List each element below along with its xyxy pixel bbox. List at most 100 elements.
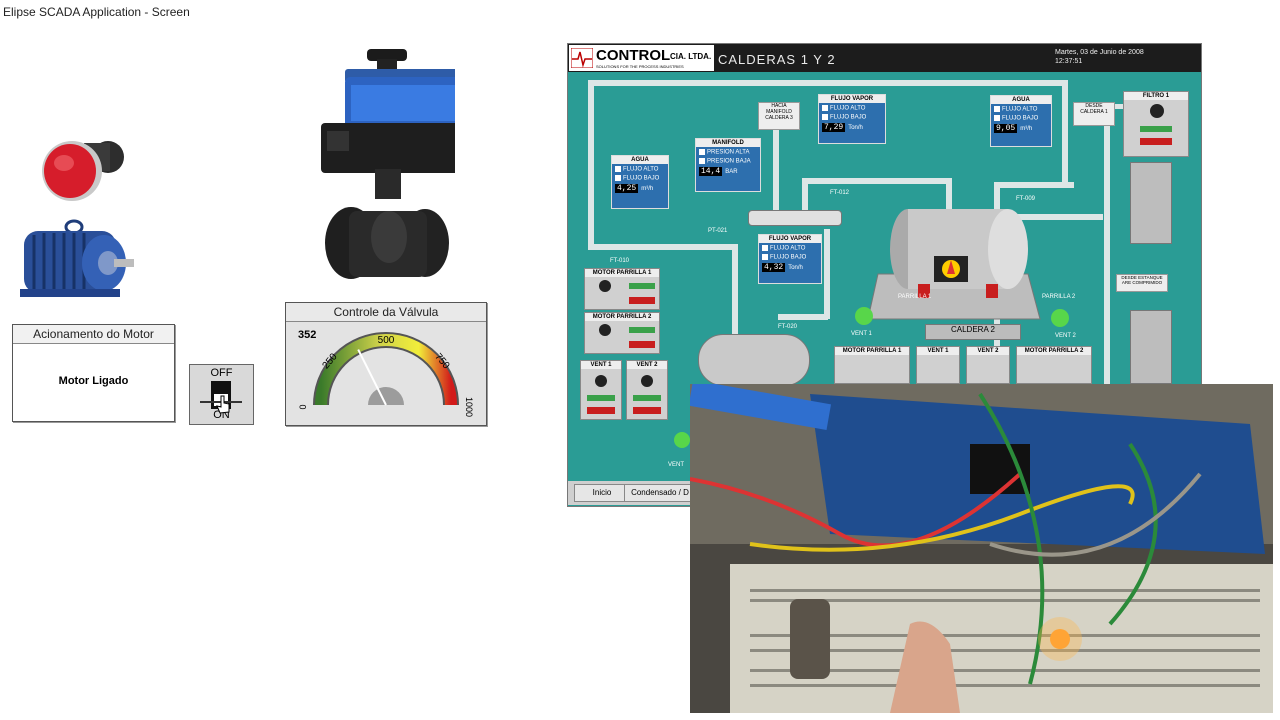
vent-1b-panel: VENT 1 — [916, 346, 960, 384]
gauge-title: Controle da Válvula — [286, 303, 486, 322]
vent-2-panel-title: VENT 2 — [627, 361, 667, 369]
manifold-title: MANIFOLD — [696, 139, 760, 147]
filtro-title: FILTRO 1 — [1124, 92, 1188, 100]
motor-panel-title: Acionamento do Motor — [13, 325, 174, 344]
steam-header-tank — [748, 210, 842, 226]
gauge-tick-0: 0 — [298, 404, 308, 409]
flujo-top-value: 7,29 — [822, 123, 846, 133]
filter-tower-1 — [1130, 162, 1172, 244]
vent-2b-title: VENT 2 — [967, 347, 1009, 355]
gauge-value: 352 — [298, 329, 317, 341]
unit-m3: m³/h — [1020, 126, 1033, 133]
motor-parrilla-1b-title: MOTOR PARRILLA 1 — [835, 347, 909, 355]
caldera-2-label: CALDERA 2 — [925, 324, 1021, 340]
arduino-photo-illustration — [690, 384, 1273, 713]
arduino-breadboard-photo — [690, 384, 1273, 713]
agua-left-value: 4,25 — [615, 184, 639, 194]
motor-parrilla-2-panel: MOTOR PARRILLA 2 — [584, 312, 660, 354]
ft009-tag: FT-009 — [1016, 196, 1036, 202]
company-tagline: SOLUTIONS FOR THE PROCESS INDUSTRIES — [596, 64, 684, 69]
vent-2b-panel: VENT 2 — [966, 346, 1010, 384]
alarm-flujo-alto: FLUJO ALTO — [1002, 106, 1038, 113]
motor-parrilla-1-title: MOTOR PARRILLA 1 — [585, 269, 659, 277]
scada-screen-title: CALDERAS 1 Y 2 — [718, 52, 836, 67]
vent-3-indicator — [674, 432, 690, 448]
caldera-1-boiler — [698, 334, 810, 386]
motor-parrilla-1b-panel: MOTOR PARRILLA 1 — [834, 346, 910, 384]
motorized-valve-icon — [321, 49, 455, 279]
motor-status-text: Motor Ligado — [58, 375, 129, 387]
window-title: Elipse SCADA Application - Screen — [3, 5, 190, 19]
agua-right-title: AGUA — [991, 96, 1051, 104]
gauge-tick-500: 500 — [378, 335, 395, 346]
ft012-tag: FT-012 — [830, 190, 850, 196]
ft010-tag: FT-010 — [610, 258, 630, 264]
scada-date: Martes, 03 de Junio de 2008 — [1055, 49, 1144, 56]
parrilla-2-label: PARRILLA 2 — [1042, 294, 1076, 300]
flujo-vapor-top-title: FLUJO VAPOR — [819, 95, 885, 103]
motor-parrilla-2b-title: MOTOR PARRILLA 2 — [1017, 347, 1091, 355]
vent-1-tag: VENT 1 — [851, 331, 872, 337]
unit-ton: Ton/h — [788, 265, 803, 272]
filtro-panel: FILTRO 1 — [1123, 91, 1189, 157]
unit-m3: m³/h — [641, 186, 654, 193]
agua-right-value: 9,05 — [994, 124, 1018, 134]
vent-2-panel: VENT 2 — [626, 360, 668, 420]
alarm-flujo-bajo: FLUJO BAJO — [830, 114, 867, 121]
company-suffix: CIA. LTDA. — [670, 52, 712, 61]
unit-bar: BAR — [725, 169, 738, 176]
alarm-flujo-bajo: FLUJO BAJO — [770, 254, 807, 261]
flujo-mid-value: 4,32 — [762, 263, 786, 273]
flujo-vapor-mid-title: FLUJO VAPOR — [759, 235, 821, 243]
gauge-tick-1000: 1000 — [464, 397, 474, 417]
manifold-value: 14,4 — [699, 167, 723, 177]
vent-1-panel: VENT 1 — [580, 360, 622, 420]
company-logo: CONTROL CIA. LTDA. SOLUTIONS FOR THE PRO… — [569, 45, 714, 71]
vent-1-panel-title: VENT 1 — [581, 361, 621, 369]
motor-parrilla-1-panel: MOTOR PARRILLA 1 — [584, 268, 660, 310]
vent-2-tag: VENT 2 — [1055, 333, 1076, 339]
on-off-switch[interactable]: OFF ON — [189, 364, 254, 425]
alarm-flujo-alto: FLUJO ALTO — [830, 105, 866, 112]
pulse-logo-icon — [571, 48, 593, 68]
desde-caldera-label: DESDE CALDERA 1 — [1073, 102, 1115, 126]
vent-1b-title: VENT 1 — [917, 347, 959, 355]
alarm-flujo-alto: FLUJO ALTO — [623, 166, 659, 173]
scada-header: CONTROL CIA. LTDA. SOLUTIONS FOR THE PRO… — [568, 44, 1201, 72]
pt-tag: PT-021 — [708, 228, 728, 234]
vent-2-indicator — [1051, 309, 1069, 327]
alarm-flujo-alto: FLUJO ALTO — [770, 245, 806, 252]
caldera-2-boiler — [868, 209, 1041, 320]
valve-gauge-panel: Controle da Válvula 352 0 250 500 750 10… — [285, 302, 487, 426]
motor-icon — [20, 219, 134, 297]
switch-off-label: OFF — [210, 367, 233, 379]
motor-control-panel: Acionamento do Motor Motor Ligado — [12, 324, 175, 422]
gauge-needle — [357, 349, 387, 406]
motor-parrilla-2b-panel: MOTOR PARRILLA 2 — [1016, 346, 1092, 384]
company-name: CONTROL — [596, 47, 671, 64]
agua-left-title: AGUA — [612, 156, 668, 164]
tab-inicio[interactable]: Inicio — [574, 484, 630, 502]
unit-ton: Ton/h — [848, 125, 863, 132]
parrilla-1-label: PARRILLA 1 — [898, 294, 932, 300]
alarm-presion-alta: PRESION ALTA — [707, 149, 750, 156]
vent-1-indicator — [855, 307, 873, 325]
ft020-tag: FT-020 — [778, 324, 798, 330]
scada-datetime: Martes, 03 de Junio de 2008 12:37:51 — [1055, 48, 1144, 66]
alarm-presion-baja: PRESION BAJA — [707, 158, 751, 165]
hand-cursor-icon — [216, 395, 230, 414]
scada-time: 12:37:51 — [1055, 58, 1083, 65]
desde-estanque-label: DESDE ESTANQUE ARE COMPRIMIDO — [1116, 274, 1168, 292]
vent-3-tag: VENT — [668, 462, 685, 468]
alarm-flujo-bajo: FLUJO BAJO — [1002, 115, 1039, 122]
hacia-manifold-label: HACIA MANIFOLD CALDERA 3 — [758, 102, 800, 130]
red-push-button[interactable] — [36, 135, 128, 205]
tab-condensado[interactable]: Condensado / D — [624, 484, 696, 502]
motor-parrilla-2-title: MOTOR PARRILLA 2 — [585, 313, 659, 321]
alarm-flujo-bajo: FLUJO BAJO — [623, 175, 660, 182]
